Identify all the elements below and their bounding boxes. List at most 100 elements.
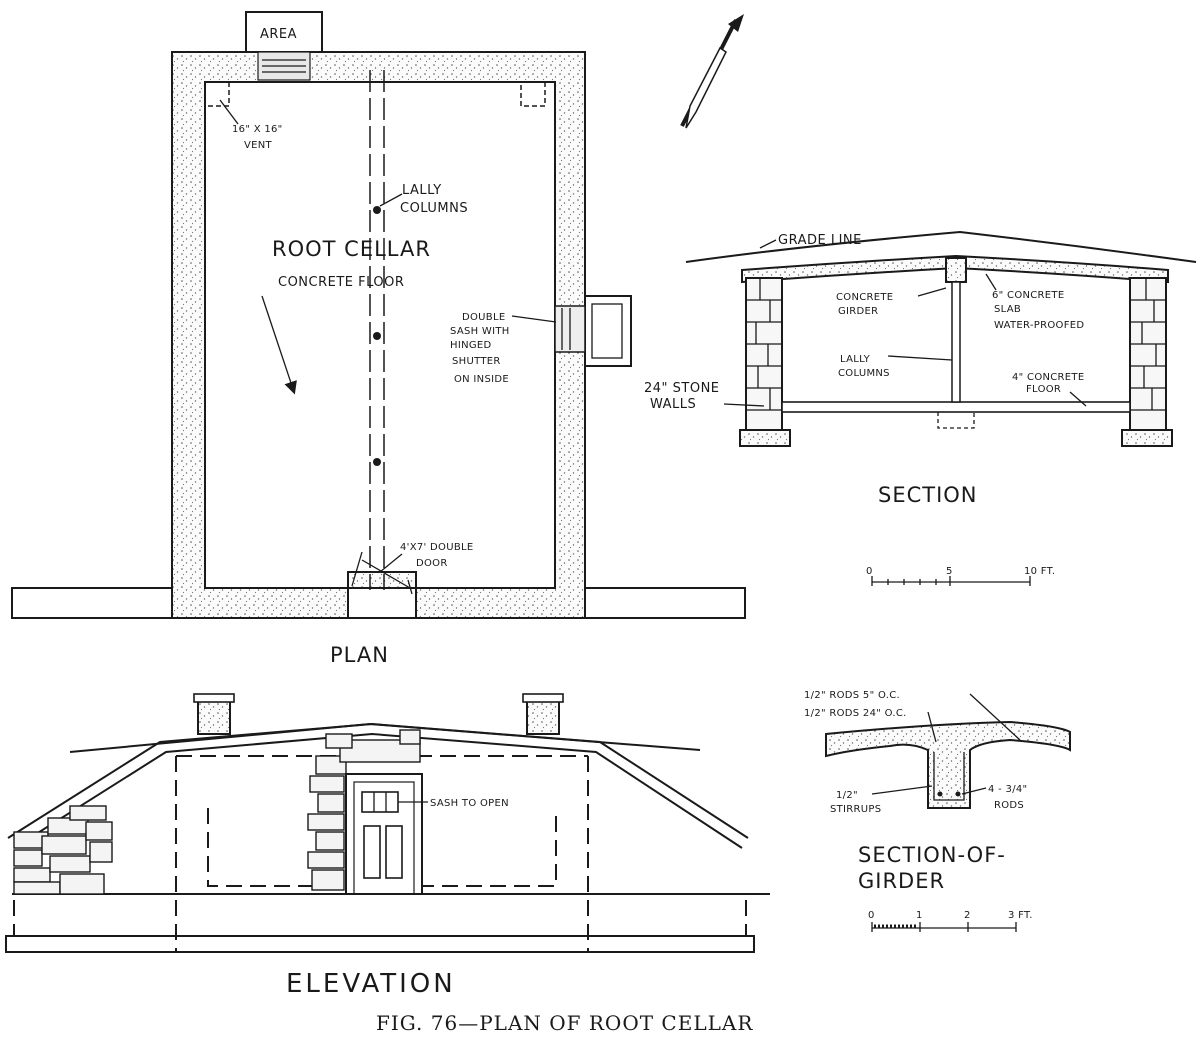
plan-window-note-2: SASH WITH bbox=[450, 326, 510, 337]
section-scale-10: 10 FT. bbox=[1024, 566, 1055, 577]
elevation-door-panel-right bbox=[385, 825, 403, 879]
section-wall-left bbox=[745, 277, 783, 431]
section-grade-line bbox=[685, 230, 1197, 263]
plan-door-note-1: 4'X7' DOUBLE bbox=[400, 542, 474, 553]
figure-caption: FIG. 76—PLAN OF ROOT CELLAR bbox=[376, 1011, 753, 1035]
section-column-footing bbox=[937, 412, 975, 429]
elevation-base bbox=[5, 935, 755, 953]
plan-window-well-inner bbox=[591, 303, 623, 359]
section-view: GRADE LINE CONCRETE GIRDER 6" CONCRETE S… bbox=[644, 230, 1197, 586]
section-scale-0: 0 bbox=[866, 566, 873, 577]
elevation-vent-left-cap bbox=[193, 693, 235, 703]
elevation-sash-mullions bbox=[373, 792, 387, 812]
girder-title-1: SECTION-OF- bbox=[858, 843, 1006, 867]
girder-rods-leader-2 bbox=[927, 711, 937, 743]
plan-girder-line bbox=[369, 70, 385, 590]
elevation-sash-label: SASH TO OPEN bbox=[430, 798, 509, 809]
girder-rods-top-2: 1/2" RODS 24" O.C. bbox=[804, 708, 907, 719]
elevation-title: ELEVATION bbox=[286, 969, 456, 999]
section-footing-right bbox=[1121, 429, 1173, 447]
plan-vent-label-1: 16" X 16" bbox=[232, 124, 283, 135]
section-grade-label: GRADE LINE bbox=[778, 233, 862, 248]
section-footing-left bbox=[739, 429, 791, 447]
section-walls-label-2: WALLS bbox=[650, 397, 696, 412]
elevation-door-frame bbox=[353, 781, 415, 895]
plan-lally-column-2 bbox=[373, 332, 381, 340]
section-lally-leader bbox=[887, 355, 953, 361]
girder-rod-1 bbox=[937, 791, 943, 797]
elevation-vent-left bbox=[197, 697, 231, 735]
elevation-sash bbox=[361, 791, 399, 813]
section-girder-leader bbox=[917, 287, 947, 297]
section-scale-bar: 0 5 10 FT. bbox=[866, 566, 1055, 586]
section-girder-label-2: GIRDER bbox=[838, 306, 878, 317]
girder-rods-leader-1 bbox=[969, 693, 1021, 741]
girder-rods-bottom-2: RODS bbox=[994, 800, 1024, 811]
plan-vent-label-2: VENT bbox=[244, 140, 273, 151]
section-scale-5: 5 bbox=[946, 566, 953, 577]
girder-stirrups-label-2: STIRRUPS bbox=[830, 804, 881, 815]
plan-lally-column-1 bbox=[373, 206, 381, 214]
section-slab-label-1: 6" CONCRETE bbox=[992, 290, 1064, 301]
plan-vent-leader bbox=[219, 99, 239, 125]
plan-title: PLAN bbox=[330, 643, 389, 667]
plan-vent-right bbox=[520, 81, 546, 107]
plan-window-note-5: ON INSIDE bbox=[454, 374, 509, 385]
plan-vent-left bbox=[204, 81, 230, 107]
plan-floor-label: CONCRETE FLOOR bbox=[278, 275, 404, 290]
girder-rod-2 bbox=[955, 791, 961, 797]
girder-rods-bottom-1: 4 - 3/4" bbox=[988, 784, 1027, 795]
plan-window-note-4: SHUTTER bbox=[452, 356, 501, 367]
section-wall-right bbox=[1129, 277, 1167, 431]
section-floor-label-1: 4" CONCRETE bbox=[1012, 372, 1084, 383]
girder-scale-0: 0 bbox=[868, 910, 875, 921]
plan-floor-arrow bbox=[261, 295, 297, 395]
girder-scale-bar: 0 1 2 3 FT. bbox=[868, 910, 1033, 932]
section-lally-label-1: LALLY bbox=[840, 354, 871, 365]
plan-lally-label-1: LALLY bbox=[402, 183, 442, 198]
plan-lally-column-3 bbox=[373, 458, 381, 466]
plan-window-sash-lines bbox=[561, 308, 571, 350]
elevation-roof-left-2 bbox=[13, 732, 743, 849]
plan-area-label: AREA bbox=[260, 27, 297, 42]
plan-view: AREA 16" X 16" VENT LALLY COLUMNS ROOT C… bbox=[11, 11, 746, 667]
elevation-footing-outline bbox=[13, 900, 747, 936]
section-title: SECTION bbox=[878, 483, 978, 507]
girder-scale-1: 1 bbox=[916, 910, 923, 921]
plan-window-leader bbox=[511, 315, 557, 323]
plan-room-label: ROOT CELLAR bbox=[272, 237, 431, 261]
section-floor-label-2: FLOOR bbox=[1026, 384, 1061, 395]
elevation-stones-left bbox=[13, 805, 113, 895]
plan-door-leader bbox=[379, 553, 403, 573]
elevation-door-stones bbox=[307, 729, 421, 891]
plan-ground-right bbox=[584, 587, 746, 619]
elevation-view: SASH TO OPEN ELEVATION bbox=[5, 693, 770, 999]
plan-window-note-3: HINGED bbox=[450, 340, 492, 351]
plan-area-grate-bars bbox=[262, 59, 306, 73]
elevation-vent-right-cap bbox=[522, 693, 564, 703]
section-slab-label-2: SLAB bbox=[994, 304, 1021, 315]
girder-stirrup bbox=[933, 752, 965, 801]
plan-ground-left bbox=[11, 587, 173, 619]
girder-scale-3: 3 FT. bbox=[1008, 910, 1033, 921]
girder-slab bbox=[825, 720, 1071, 809]
section-floor-leader bbox=[1069, 391, 1087, 407]
section-girder bbox=[945, 257, 967, 283]
section-walls-leader bbox=[723, 403, 765, 407]
section-floor bbox=[781, 401, 1131, 413]
plan-lally-leader bbox=[379, 193, 403, 207]
section-grade-leader bbox=[759, 239, 777, 249]
elevation-door-panel-left bbox=[363, 825, 381, 879]
section-wall-left-stones bbox=[746, 278, 782, 411]
girder-scale-2: 2 bbox=[964, 910, 971, 921]
section-slab-label-3: WATER-PROOFED bbox=[994, 320, 1084, 331]
section-slab-leader bbox=[985, 273, 997, 291]
section-lally-label-2: COLUMNS bbox=[838, 368, 890, 379]
section-roof-slab bbox=[741, 254, 1169, 284]
elevation-roof-left bbox=[7, 722, 749, 839]
plan-lally-label-2: COLUMNS bbox=[400, 201, 468, 216]
plan-door-note-2: DOOR bbox=[416, 558, 448, 569]
plan-door-opening bbox=[347, 587, 417, 619]
girder-stirrups-leader bbox=[871, 785, 933, 795]
girder-section-view: 1/2" RODS 5" O.C. 1/2" RODS 24" O.C. 1/2… bbox=[804, 690, 1071, 932]
